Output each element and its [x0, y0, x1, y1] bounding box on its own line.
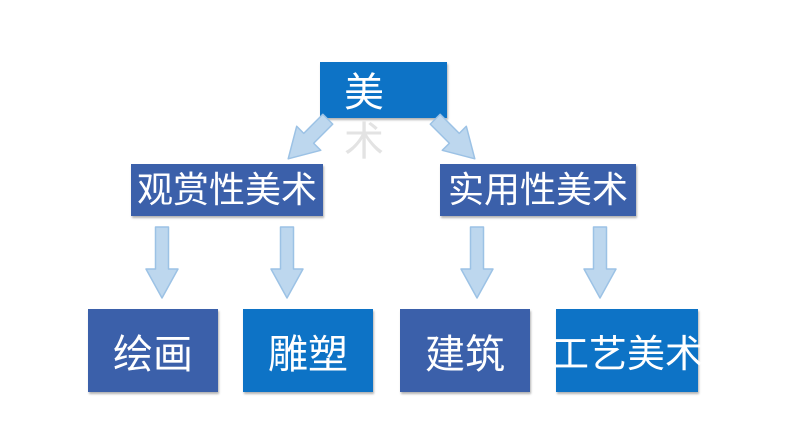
node-architecture-label: 建筑: [425, 331, 505, 377]
node-sculpture-label: 雕塑: [268, 331, 348, 377]
down-arrow-to-sculpture-icon: [270, 226, 304, 300]
down-arrow-to-arts-and-crafts-icon: [583, 226, 617, 300]
node-painting-label: 绘画: [113, 331, 193, 377]
bent-arrow-to-ornamental-icon: [277, 108, 339, 170]
node-fine-arts-label-line1: 美: [344, 70, 384, 115]
node-painting: 绘画: [88, 309, 218, 392]
node-arts-and-crafts-label: 工艺美术: [551, 334, 704, 376]
node-fine-arts-label-overflow: 术: [344, 119, 384, 164]
node-architecture: 建筑: [400, 309, 530, 392]
down-arrow-to-painting-icon: [145, 226, 179, 300]
node-arts-and-crafts: 工艺美术: [551, 309, 703, 392]
node-practical-art-label: 实用性美术: [447, 170, 628, 210]
node-fine-arts-label: 美 术: [342, 68, 386, 166]
node-fine-arts: 美 术: [320, 62, 447, 164]
node-ornamental-art: 观赏性美术: [131, 164, 323, 216]
node-ornamental-art-label: 观赏性美术: [136, 170, 317, 210]
bent-arrow-to-practical-icon: [424, 108, 486, 170]
node-sculpture: 雕塑: [243, 309, 373, 392]
node-practical-art: 实用性美术: [440, 164, 636, 216]
down-arrow-to-architecture-icon: [460, 226, 494, 300]
